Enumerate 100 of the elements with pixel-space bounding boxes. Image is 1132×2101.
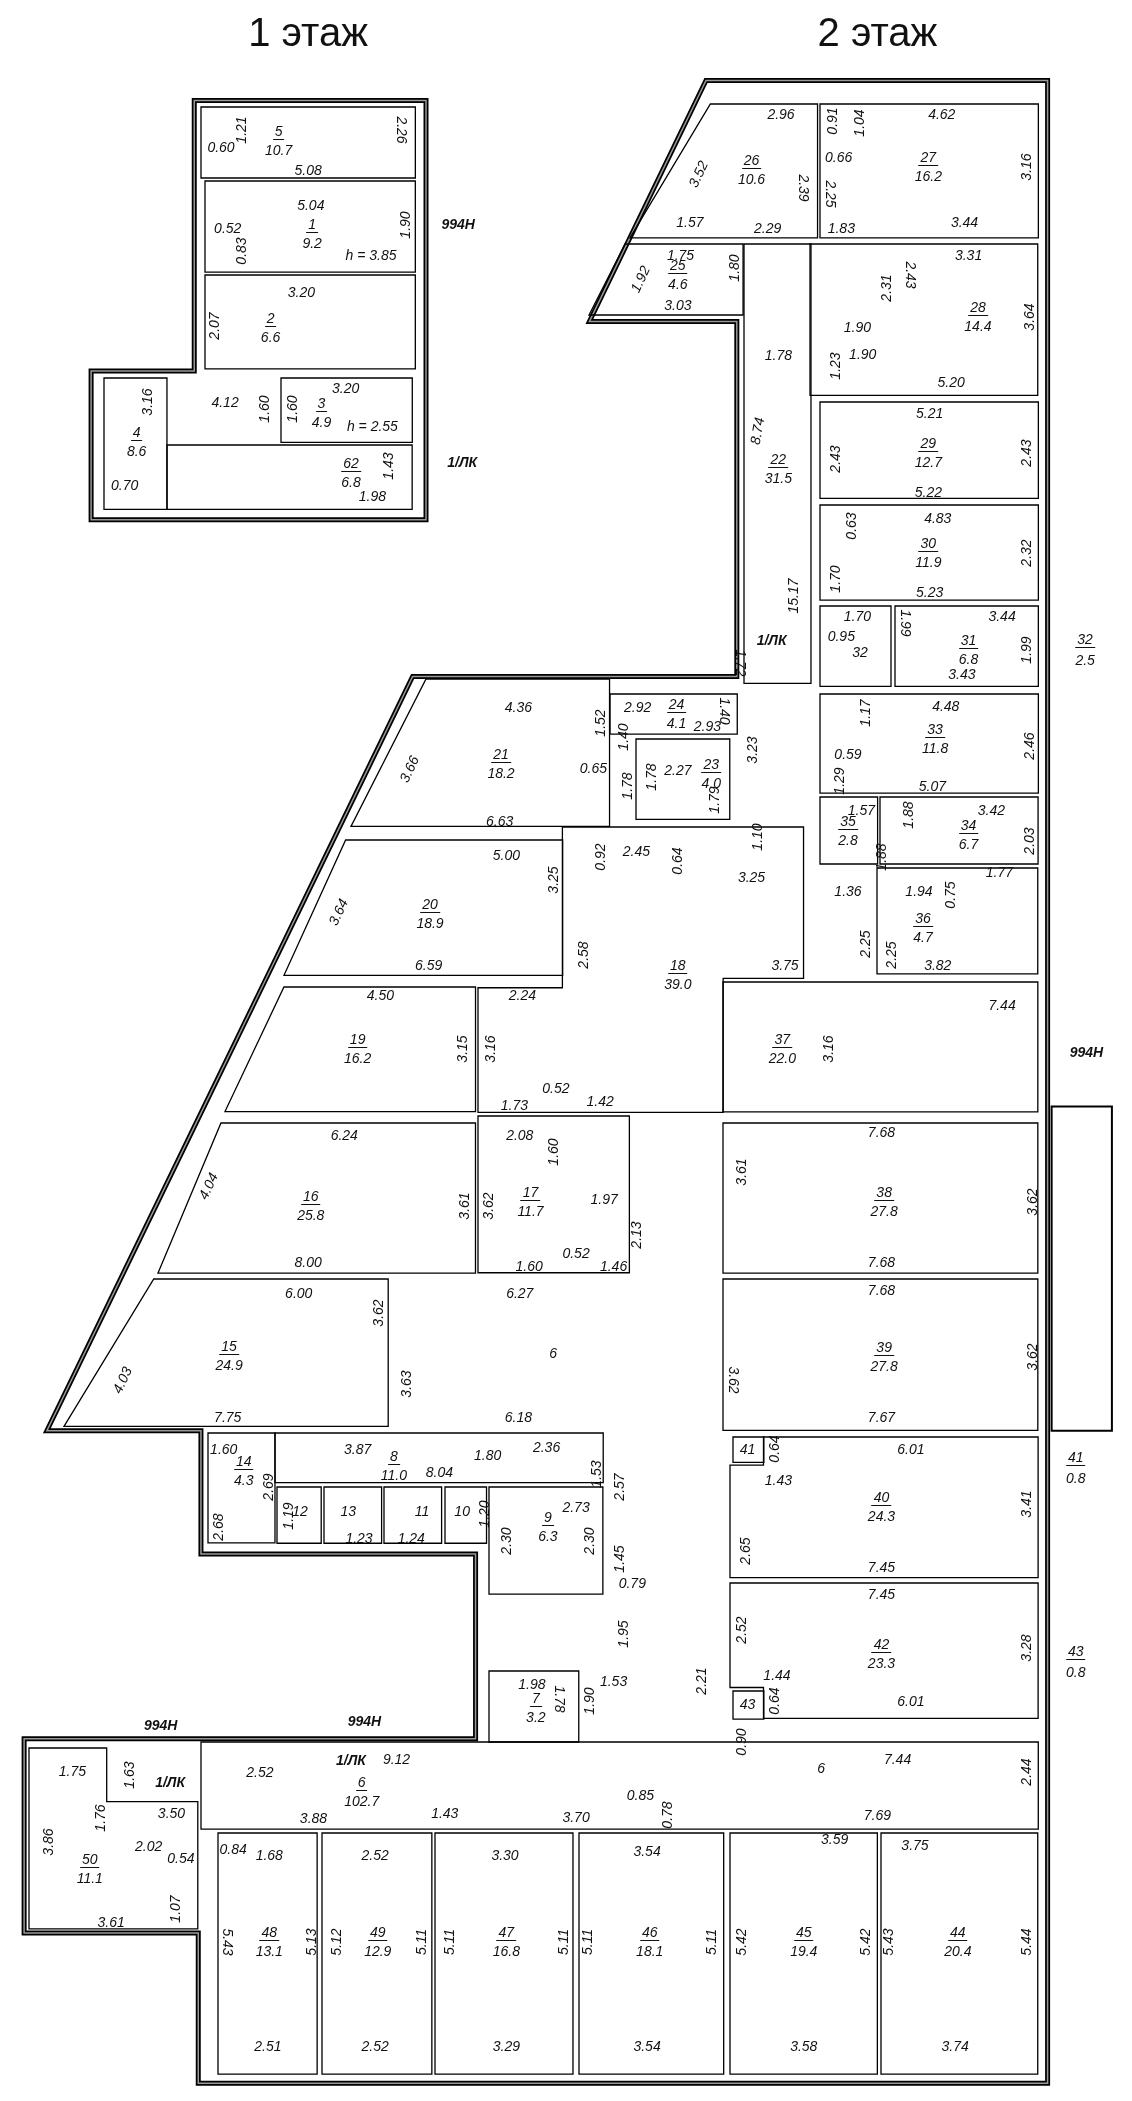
dimension-text: 3.61	[456, 1192, 471, 1220]
room-outline	[730, 1437, 1039, 1579]
room-area: 13.1	[255, 1944, 283, 1959]
dimension-text: 3.64	[325, 897, 350, 928]
dimension-text: 2.58	[575, 941, 590, 969]
room-outline	[723, 1122, 1039, 1273]
room-outline	[225, 987, 476, 1112]
dimension-text: 1.17	[858, 699, 873, 727]
dimension-text: 4.83	[924, 511, 952, 526]
room-number: 39	[874, 1340, 894, 1357]
dimension-text: 7.68	[867, 1283, 896, 1298]
room-number: 44	[948, 1925, 968, 1942]
room-area: 6.3	[538, 1529, 558, 1544]
dimension-text: 3.20	[332, 381, 360, 396]
dimension-text: 5.11	[441, 1929, 456, 1956]
dimension-text: 1.92	[628, 263, 653, 294]
dimension-text: 0.52	[214, 220, 242, 235]
dimension-text: 3.23	[744, 736, 759, 764]
dimension-text: 0.60	[207, 140, 235, 155]
dimension-text: 4.48	[932, 699, 960, 713]
room-number: 14	[234, 1453, 254, 1470]
dimension-text: 3.44	[988, 609, 1016, 624]
room-area: 12.7	[914, 454, 942, 469]
room-number: 45	[794, 1925, 814, 1942]
dimension-text: 6.27	[506, 1285, 534, 1300]
room-area: 6.8	[958, 651, 979, 666]
dimension-text: 1.45	[611, 1545, 626, 1573]
room-number: 43	[739, 1697, 756, 1711]
room-number: 32	[852, 645, 868, 660]
dimension-text: 2.69	[260, 1473, 275, 1501]
room-outline	[321, 1832, 432, 2074]
room-area: 6.7	[958, 836, 979, 851]
dimension-text: 1.23	[827, 352, 842, 380]
room-number: 33	[925, 722, 945, 739]
dimension-text: 1.78	[619, 772, 634, 800]
dimension-text: 1.57	[676, 215, 704, 230]
dimension-text: 7.45	[867, 1560, 896, 1575]
room-number: 40	[871, 1490, 892, 1507]
dimension-text: 2.45	[622, 843, 650, 858]
opening-mark: 1/ЛК	[336, 1753, 366, 1768]
dimension-text: 1.79	[707, 786, 721, 814]
room-area: 8.6	[126, 444, 147, 459]
dimension-text: 1.44	[763, 1667, 791, 1682]
room-outline	[636, 739, 731, 820]
dimension-text: 2.13	[629, 1221, 644, 1249]
room-outline	[819, 797, 878, 865]
dimension-text: 3.62	[370, 1299, 385, 1327]
room-area: 2.8	[838, 832, 858, 847]
dimension-text: 5.42	[858, 1928, 873, 1957]
room-outline	[204, 180, 416, 272]
dimension-text: 2.21	[693, 1667, 708, 1695]
dimension-text: 1.10	[749, 823, 764, 851]
room-area: 10.7	[265, 142, 293, 157]
dimension-text: 0.70	[110, 477, 139, 492]
dimension-text: 2.52	[361, 2038, 389, 2053]
room-number: 16	[301, 1188, 321, 1205]
room-area: 16.2	[344, 1050, 372, 1065]
room-outline	[819, 104, 1039, 239]
room-number: 31	[958, 632, 979, 649]
dimension-text: 6.01	[897, 1442, 925, 1457]
room-number: 19	[347, 1031, 368, 1048]
dimension-text: 2.52	[733, 1616, 748, 1644]
floor-heading: 2 этаж	[817, 12, 938, 53]
dimension-text: 1.78	[764, 348, 792, 362]
room-outline	[723, 1279, 1039, 1431]
dimension-text: 2.07	[207, 311, 222, 340]
dimension-text: 1.99	[1019, 636, 1034, 664]
dimension-text: 0.52	[542, 1080, 570, 1095]
room-number: 32	[1075, 632, 1095, 649]
dimension-text: 5.23	[916, 585, 944, 600]
dimension-text: 3.74	[941, 2038, 969, 2053]
dimension-text: 2.02	[135, 1839, 163, 1853]
dimension-text: 2.93	[693, 719, 721, 734]
dimension-text: 4.62	[928, 106, 956, 121]
room-number: 30	[918, 536, 939, 553]
dimension-text: 1.46	[599, 1258, 628, 1273]
room-outline	[730, 1832, 878, 2074]
dimension-text: 6.01	[897, 1694, 925, 1709]
dimension-text: 6.63	[486, 814, 514, 829]
dimension-text: 2.39	[796, 173, 811, 202]
dimension-text: 1.77	[985, 865, 1013, 880]
room-number: 42	[871, 1637, 892, 1654]
dimension-text: 1.72	[733, 649, 748, 677]
dimension-text: 0.64	[767, 1435, 782, 1464]
dimension-text: 0.83	[234, 236, 249, 265]
dimension-text: 2.57	[611, 1473, 626, 1501]
dimension-text: 0.79	[618, 1576, 646, 1591]
dimension-text: 2.30	[582, 1526, 597, 1555]
room-area: 31.5	[764, 470, 792, 485]
dimension-text: 5.11	[579, 1929, 594, 1956]
dimension-text: 3.63	[398, 1370, 413, 1398]
room-number: 48	[259, 1925, 280, 1942]
dimension-text: 0.63	[843, 512, 858, 541]
room-number: 15	[219, 1338, 239, 1355]
dimension-text: 0.54	[167, 1851, 195, 1866]
room-outline	[218, 1832, 318, 2074]
room-number: 22	[768, 451, 789, 468]
room-number: 41	[739, 1442, 756, 1457]
dimension-text: 3.61	[97, 1915, 125, 1930]
room-outline	[819, 605, 891, 686]
